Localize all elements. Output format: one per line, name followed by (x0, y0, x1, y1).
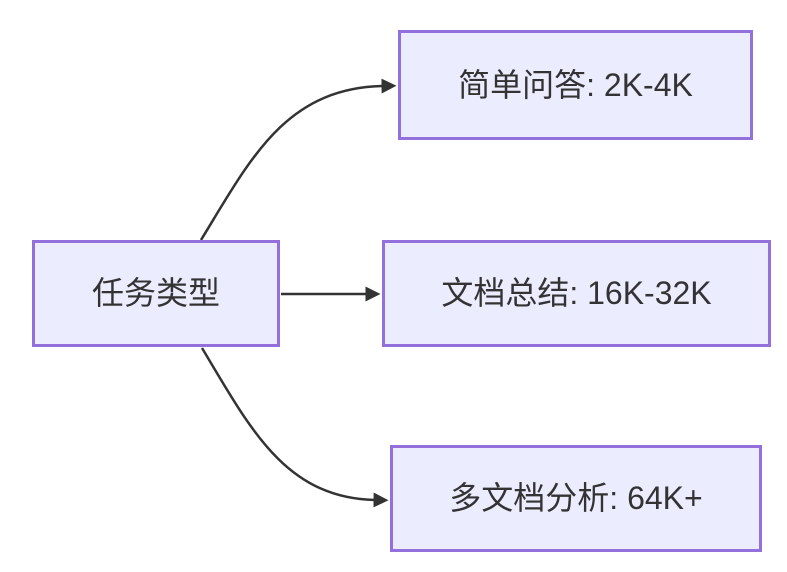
node-multi-doc-analysis-label: 多文档分析: 64K+ (449, 480, 703, 517)
node-simple-qa-label: 简单问答: 2K-4K (458, 66, 693, 103)
node-doc-summary-label: 文档总结: 16K-32K (441, 275, 712, 312)
node-simple-qa: 简单问答: 2K-4K (398, 30, 753, 140)
node-doc-summary: 文档总结: 16K-32K (382, 240, 771, 347)
node-task-type: 任务类型 (32, 240, 280, 347)
edge-task-type-to-simple-qa (199, 78, 397, 241)
node-task-type-label: 任务类型 (91, 275, 220, 312)
edge-task-type-to-multi-doc-analysis (200, 347, 389, 508)
node-multi-doc-analysis: 多文档分析: 64K+ (390, 445, 762, 552)
